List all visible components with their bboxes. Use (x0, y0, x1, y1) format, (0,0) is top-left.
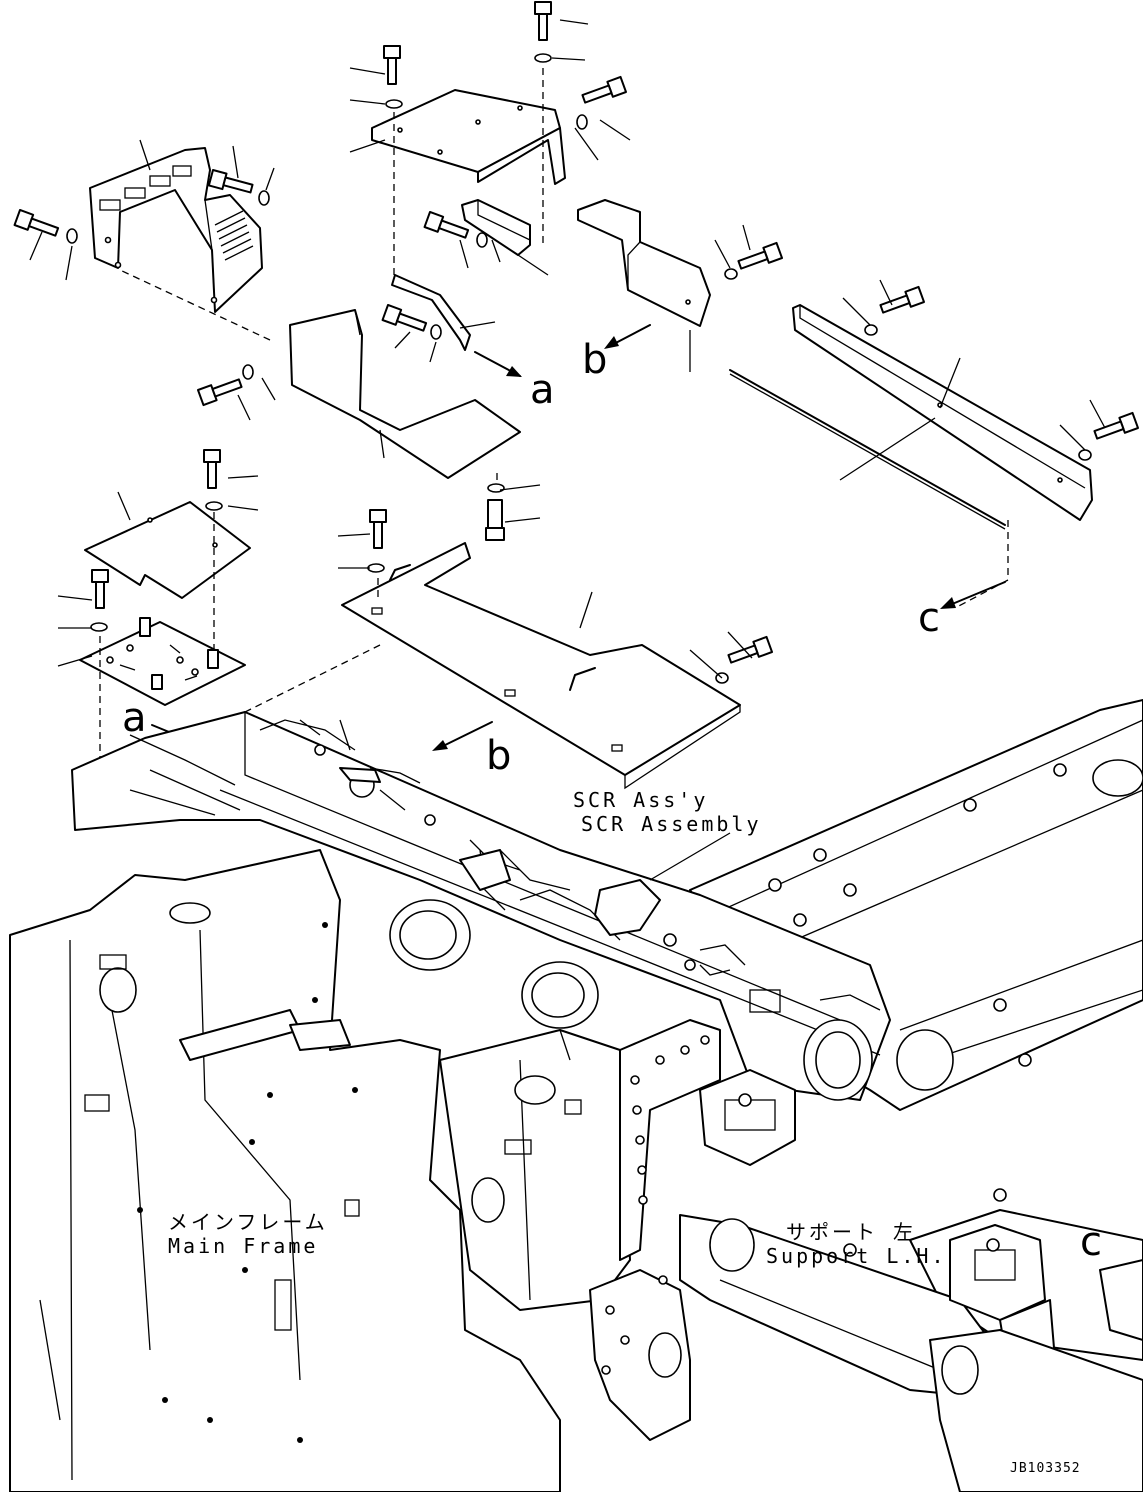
callout-a-top: a (530, 367, 555, 413)
small-angle-bracket (461, 199, 531, 256)
scr-assy-label-jp: SCR Ass'y (573, 788, 709, 812)
support-lh (589, 1214, 1143, 1493)
scr-assembly (71, 711, 954, 1101)
callout-c-bottom: c (1080, 1219, 1102, 1265)
bolts-and-washers (13, 1, 1139, 684)
support-lh-label: Support L.H. (766, 1244, 947, 1268)
callout-b-bottom: b (486, 733, 512, 779)
right-bracket-b (577, 199, 711, 327)
terminal-board (79, 617, 246, 706)
scr-assembly-label: SCR Assembly (581, 812, 762, 836)
leader-lines (29, 19, 1106, 776)
small-plate (84, 501, 251, 599)
center-frame (439, 1019, 796, 1311)
callout-c-top: c (918, 595, 940, 641)
support-label-jp: サポート 左 (786, 1220, 917, 1244)
drawing-code: JB103352 (1010, 1461, 1081, 1476)
scr-leader (649, 832, 731, 881)
callout-b-top: b (582, 337, 608, 383)
long-right-rail (729, 304, 1093, 530)
large-cover-plate (341, 542, 741, 790)
main-frame (9, 849, 561, 1493)
main-frame-label-jp: メインフレーム (168, 1210, 328, 1234)
middle-tray (289, 274, 521, 479)
callout-a-bottom: a (122, 695, 147, 741)
main-frame-label: Main Frame (168, 1234, 319, 1258)
left-vented-cover (89, 147, 263, 313)
